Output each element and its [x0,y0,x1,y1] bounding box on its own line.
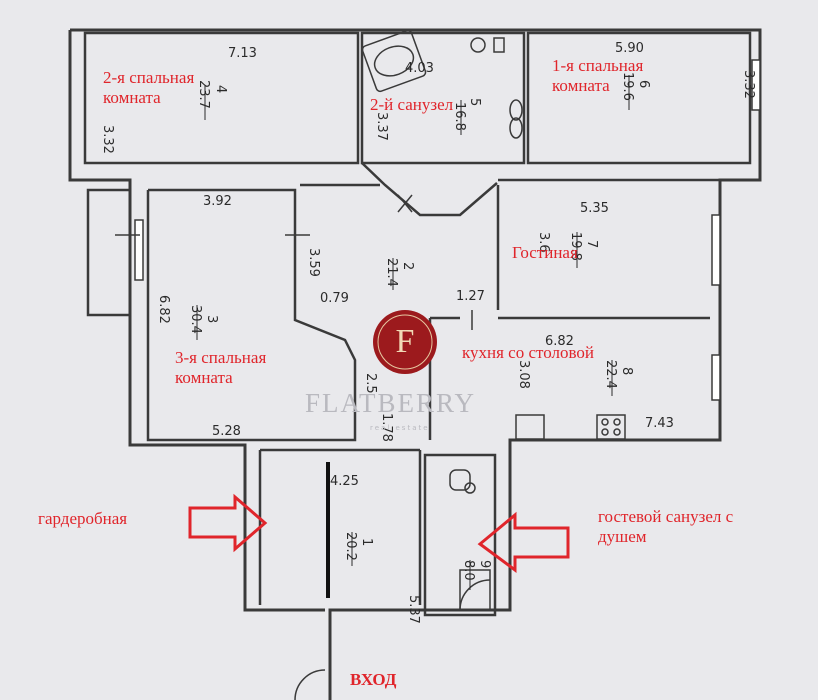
dim-bedroom2-height: 3.32 [100,125,115,154]
dim-bathroom2-width: 4.03 [405,61,434,76]
dim-living-width: 5.35 [580,201,609,216]
door-marks [115,194,473,330]
dim-kitchen-width: 6.82 [545,334,574,349]
dim-bedroom3-width-bottom: 5.28 [212,424,241,439]
toilet-icon [449,37,505,494]
room-area-kitchen: 22.4 [603,360,618,389]
sink-icon [509,99,523,139]
label-bedroom1: 1-я спальная комната [552,56,643,96]
room-area-entry: 20.2 [343,532,358,561]
label-bedroom2-line1: 2-я спальная [103,68,195,87]
room-number-bathroom2: 5 [467,98,482,106]
arrow-right-icon [188,493,268,553]
windows [134,59,761,401]
room-area-guest-wc: 8.0 [461,560,476,581]
stove-icon [515,414,626,440]
logo-monogram-letter: F [395,323,415,360]
dim-bedroom1-height: 3.32 [741,70,756,99]
dim-hall-b: 0.79 [320,291,349,306]
bathtub-icon [361,29,427,93]
dim-bedroom3-height: 6.82 [156,295,171,324]
arrow-left-icon [477,511,570,573]
dim-kitchen-height: 3.08 [516,360,531,389]
dim-bathroom2-height: 3.37 [374,112,389,141]
label-wardrobe: гардеробная [38,509,128,528]
room-area-bedroom3: 30.4 [188,305,203,334]
label-bedroom3-line1: 3-я спальная [175,348,267,367]
room-number-hall: 2 [400,262,415,270]
logo-tagline: real estate [370,424,430,432]
dim-entry-height: 5.37 [406,595,421,624]
room-number-kitchen: 8 [619,367,634,375]
dim-living-corridor: 1.27 [456,289,485,304]
room-number-bedroom3: 3 [204,315,219,323]
label-guest-bath-line1: гостевой санузел с [598,507,734,526]
dim-kitchen-width-bottom: 7.43 [645,416,674,431]
room-area-bedroom1: 19.6 [620,72,635,101]
label-guest-bath: гостевой санузел с душем [598,507,733,547]
label-bedroom2: 2-я спальная комната [103,68,194,108]
room-number-guest-wc: 9 [477,560,492,568]
fraction-bars [196,75,630,590]
room-area-living: 19.8 [568,232,583,261]
label-bedroom2-line2: комната [103,88,161,107]
dim-hall-a: 3.59 [306,248,321,277]
label-bedroom3: 3-я спальная комната [175,348,266,388]
room-number-living: 7 [584,240,599,248]
room-area-bedroom2: 23.7 [196,80,211,109]
dimensions: 7.13 4.03 5.90 3.92 5.35 0.79 1.27 6.82 … [100,41,756,624]
dim-entry-width: 4.25 [330,474,359,489]
shower-icon [459,569,491,611]
dim-living-height: 3.6 [536,232,551,253]
room-area-hall: 21.4 [384,258,399,287]
dim-hall-d: 1.78 [379,413,394,442]
room-number-entry: 1 [359,538,374,546]
logo-monogram-icon [373,310,437,374]
label-bedroom1-line1: 1-я спальная [552,56,644,75]
label-entrance: ВХОД [350,670,397,689]
dim-bedroom3-width-top: 3.92 [203,194,232,209]
room-number-bedroom1: 6 [636,80,651,88]
room-number-bedroom2: 4 [213,85,228,93]
label-bedroom1-line2: комната [552,76,610,95]
dim-bedroom2-width: 7.13 [228,46,257,61]
room-area-bathroom2: 16.8 [452,102,467,131]
label-living: Гостиная [512,243,578,262]
dim-bedroom1-width: 5.90 [615,41,644,56]
label-bedroom3-line2: комната [175,368,233,387]
label-guest-bath-line2: душем [598,527,647,546]
entrance-door-arc [294,669,326,700]
label-kitchen: кухня со столовой [462,343,594,362]
dim-hall-c: 2.5 [363,373,378,394]
logo-name: FLATBERRY [305,388,477,418]
label-bathroom2: 2-й санузел [370,95,454,114]
